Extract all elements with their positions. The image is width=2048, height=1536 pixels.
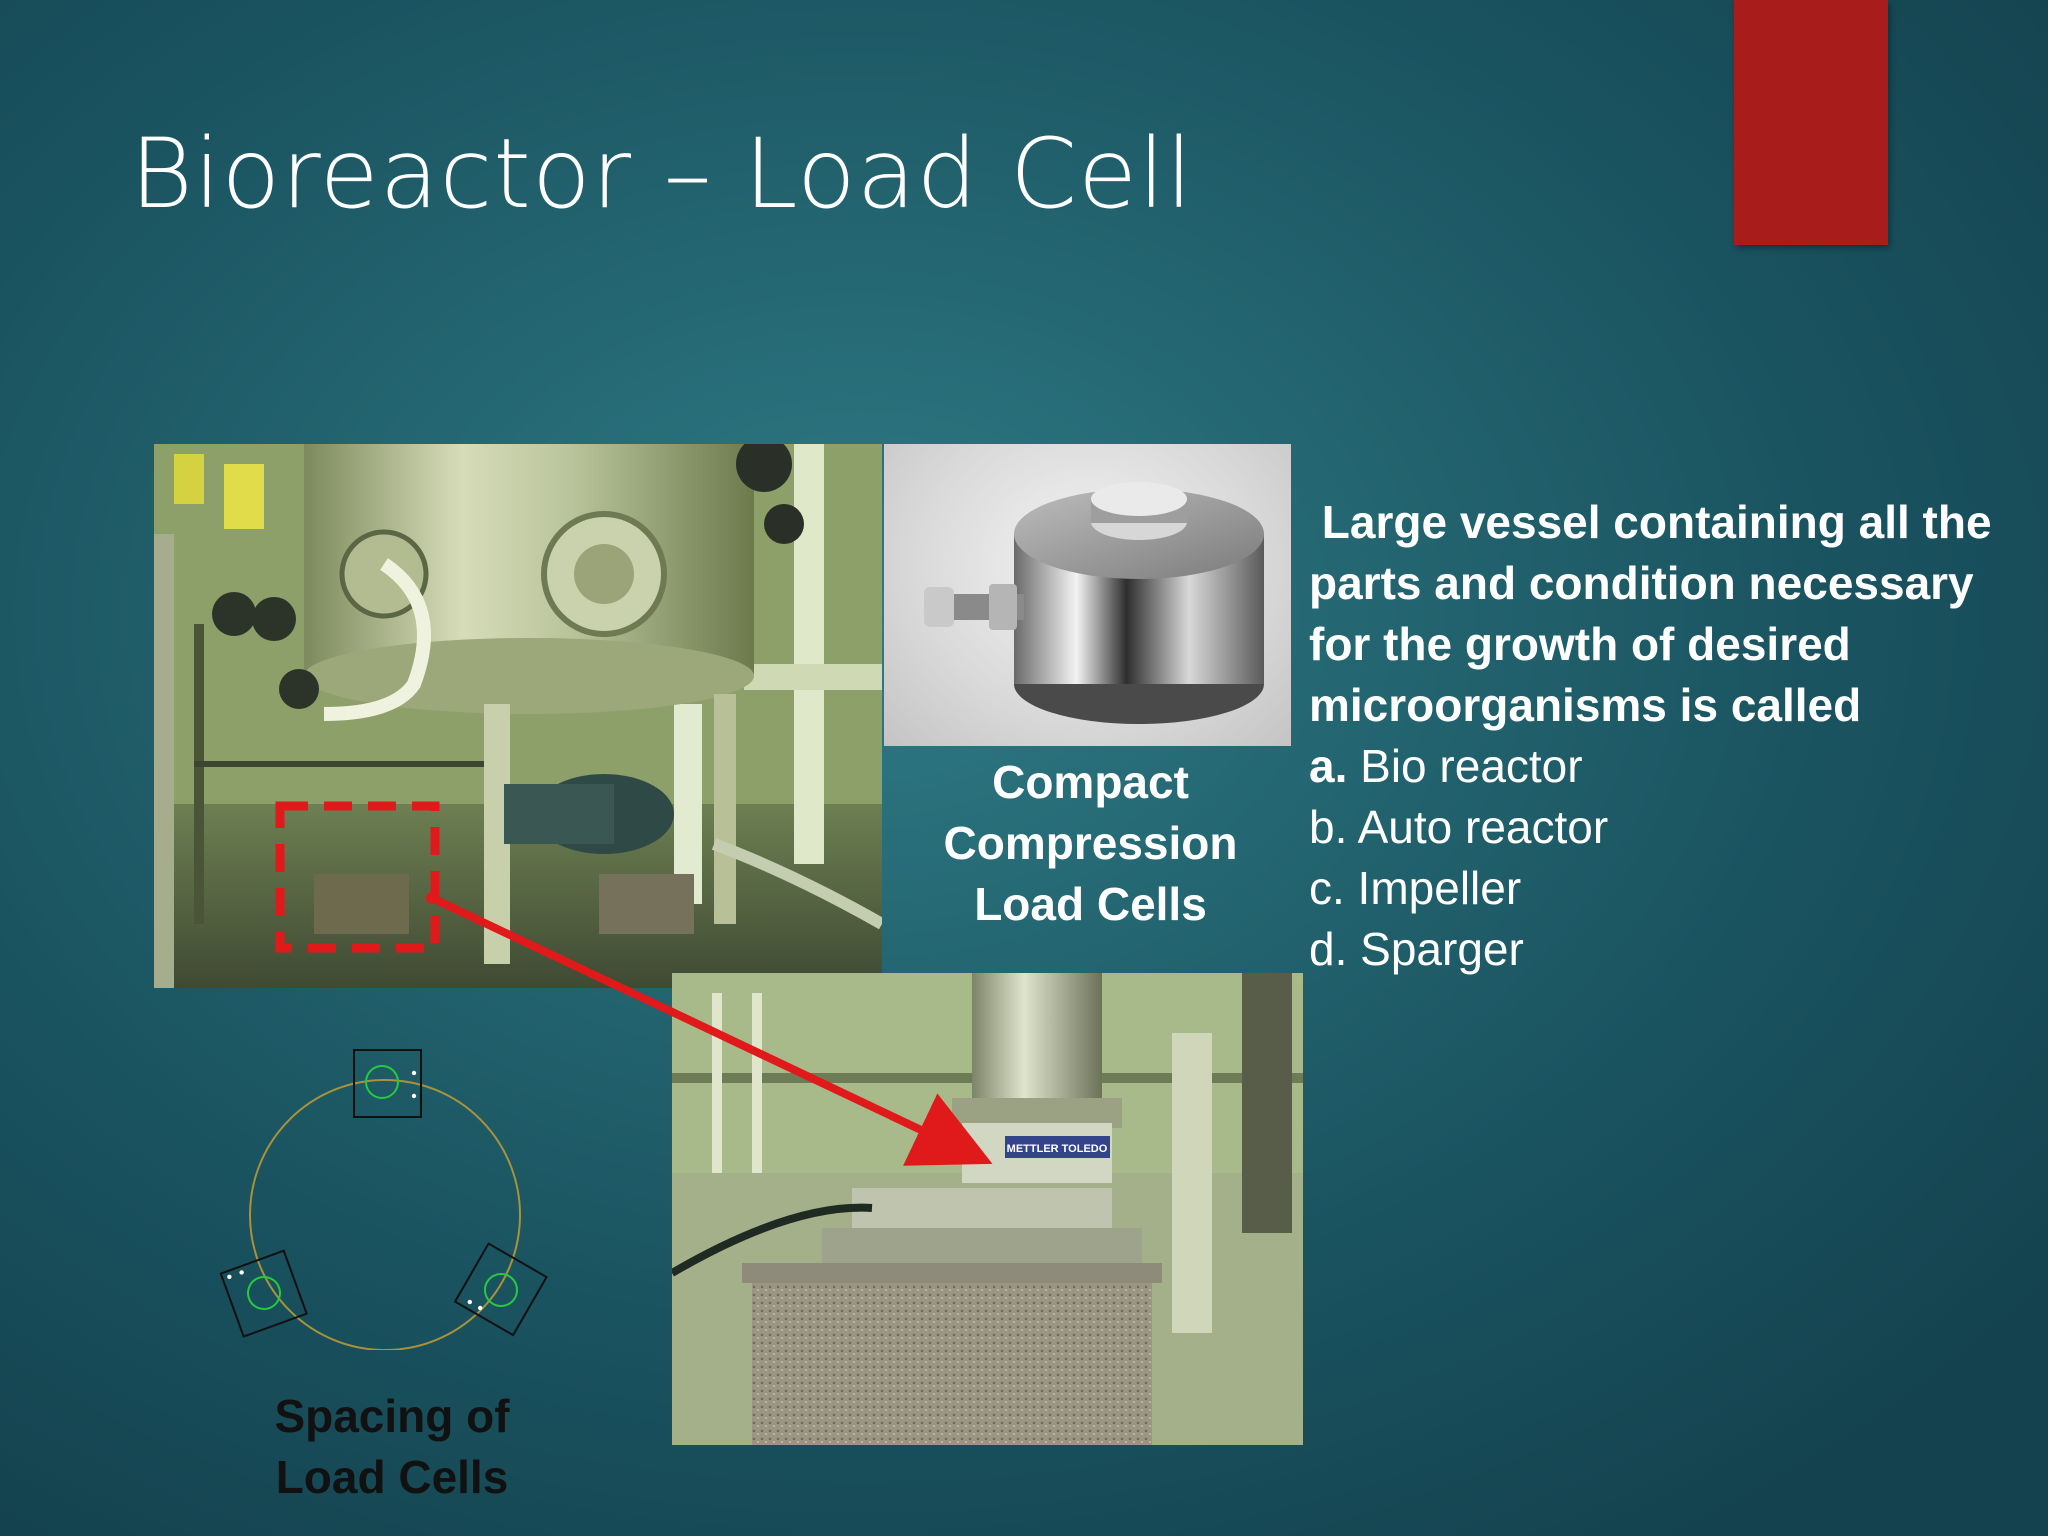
option-c[interactable]: c. Impeller — [1309, 858, 2009, 919]
caption-line: Load Cells — [275, 1451, 509, 1503]
option-text: Bio reactor — [1347, 740, 1583, 792]
option-a[interactable]: a. Bio reactor — [1309, 736, 2009, 797]
left-load-cell-marker — [219, 1249, 308, 1338]
answer-options: a. Bio reactor b. Auto reactor c. Impell… — [1309, 736, 2009, 980]
question-stem: Large vessel containing all the parts an… — [1309, 496, 2005, 731]
option-text: Impeller — [1344, 862, 1522, 914]
accent-tab — [1734, 0, 1888, 245]
slide-title: Bioreactor – Load Cell — [130, 118, 1194, 230]
option-letter: c. — [1309, 862, 1345, 914]
right-load-cell-marker — [453, 1242, 548, 1337]
compact-load-cell-photo — [884, 444, 1291, 746]
caption-line: Compression — [943, 817, 1238, 869]
option-text: Sparger — [1347, 923, 1524, 975]
load-cell-spacing-diagram — [219, 1049, 548, 1350]
caption-line: Compact — [992, 756, 1189, 808]
spacing-caption: Spacing of Load Cells — [200, 1386, 584, 1508]
caption-line: Spacing of — [274, 1390, 510, 1442]
mettler-toledo-label: METTLER TOLEDO — [1007, 1143, 1108, 1155]
option-b[interactable]: b. Auto reactor — [1309, 797, 2009, 858]
option-text: Auto reactor — [1347, 801, 1609, 853]
option-d[interactable]: d. Sparger — [1309, 919, 2009, 980]
option-letter: d. — [1309, 923, 1348, 975]
compact-load-cells-caption: Compact Compression Load Cells — [888, 752, 1293, 935]
caption-line: Load Cells — [974, 878, 1207, 930]
quiz-question: Large vessel containing all the parts an… — [1309, 492, 2009, 980]
option-letter: a. — [1309, 740, 1348, 792]
installed-load-cell-photo: METTLER TOLEDO — [672, 973, 1303, 1445]
bioreactor-photo — [154, 444, 882, 988]
option-letter: b. — [1309, 801, 1348, 853]
top-load-cell-marker — [353, 1049, 422, 1118]
